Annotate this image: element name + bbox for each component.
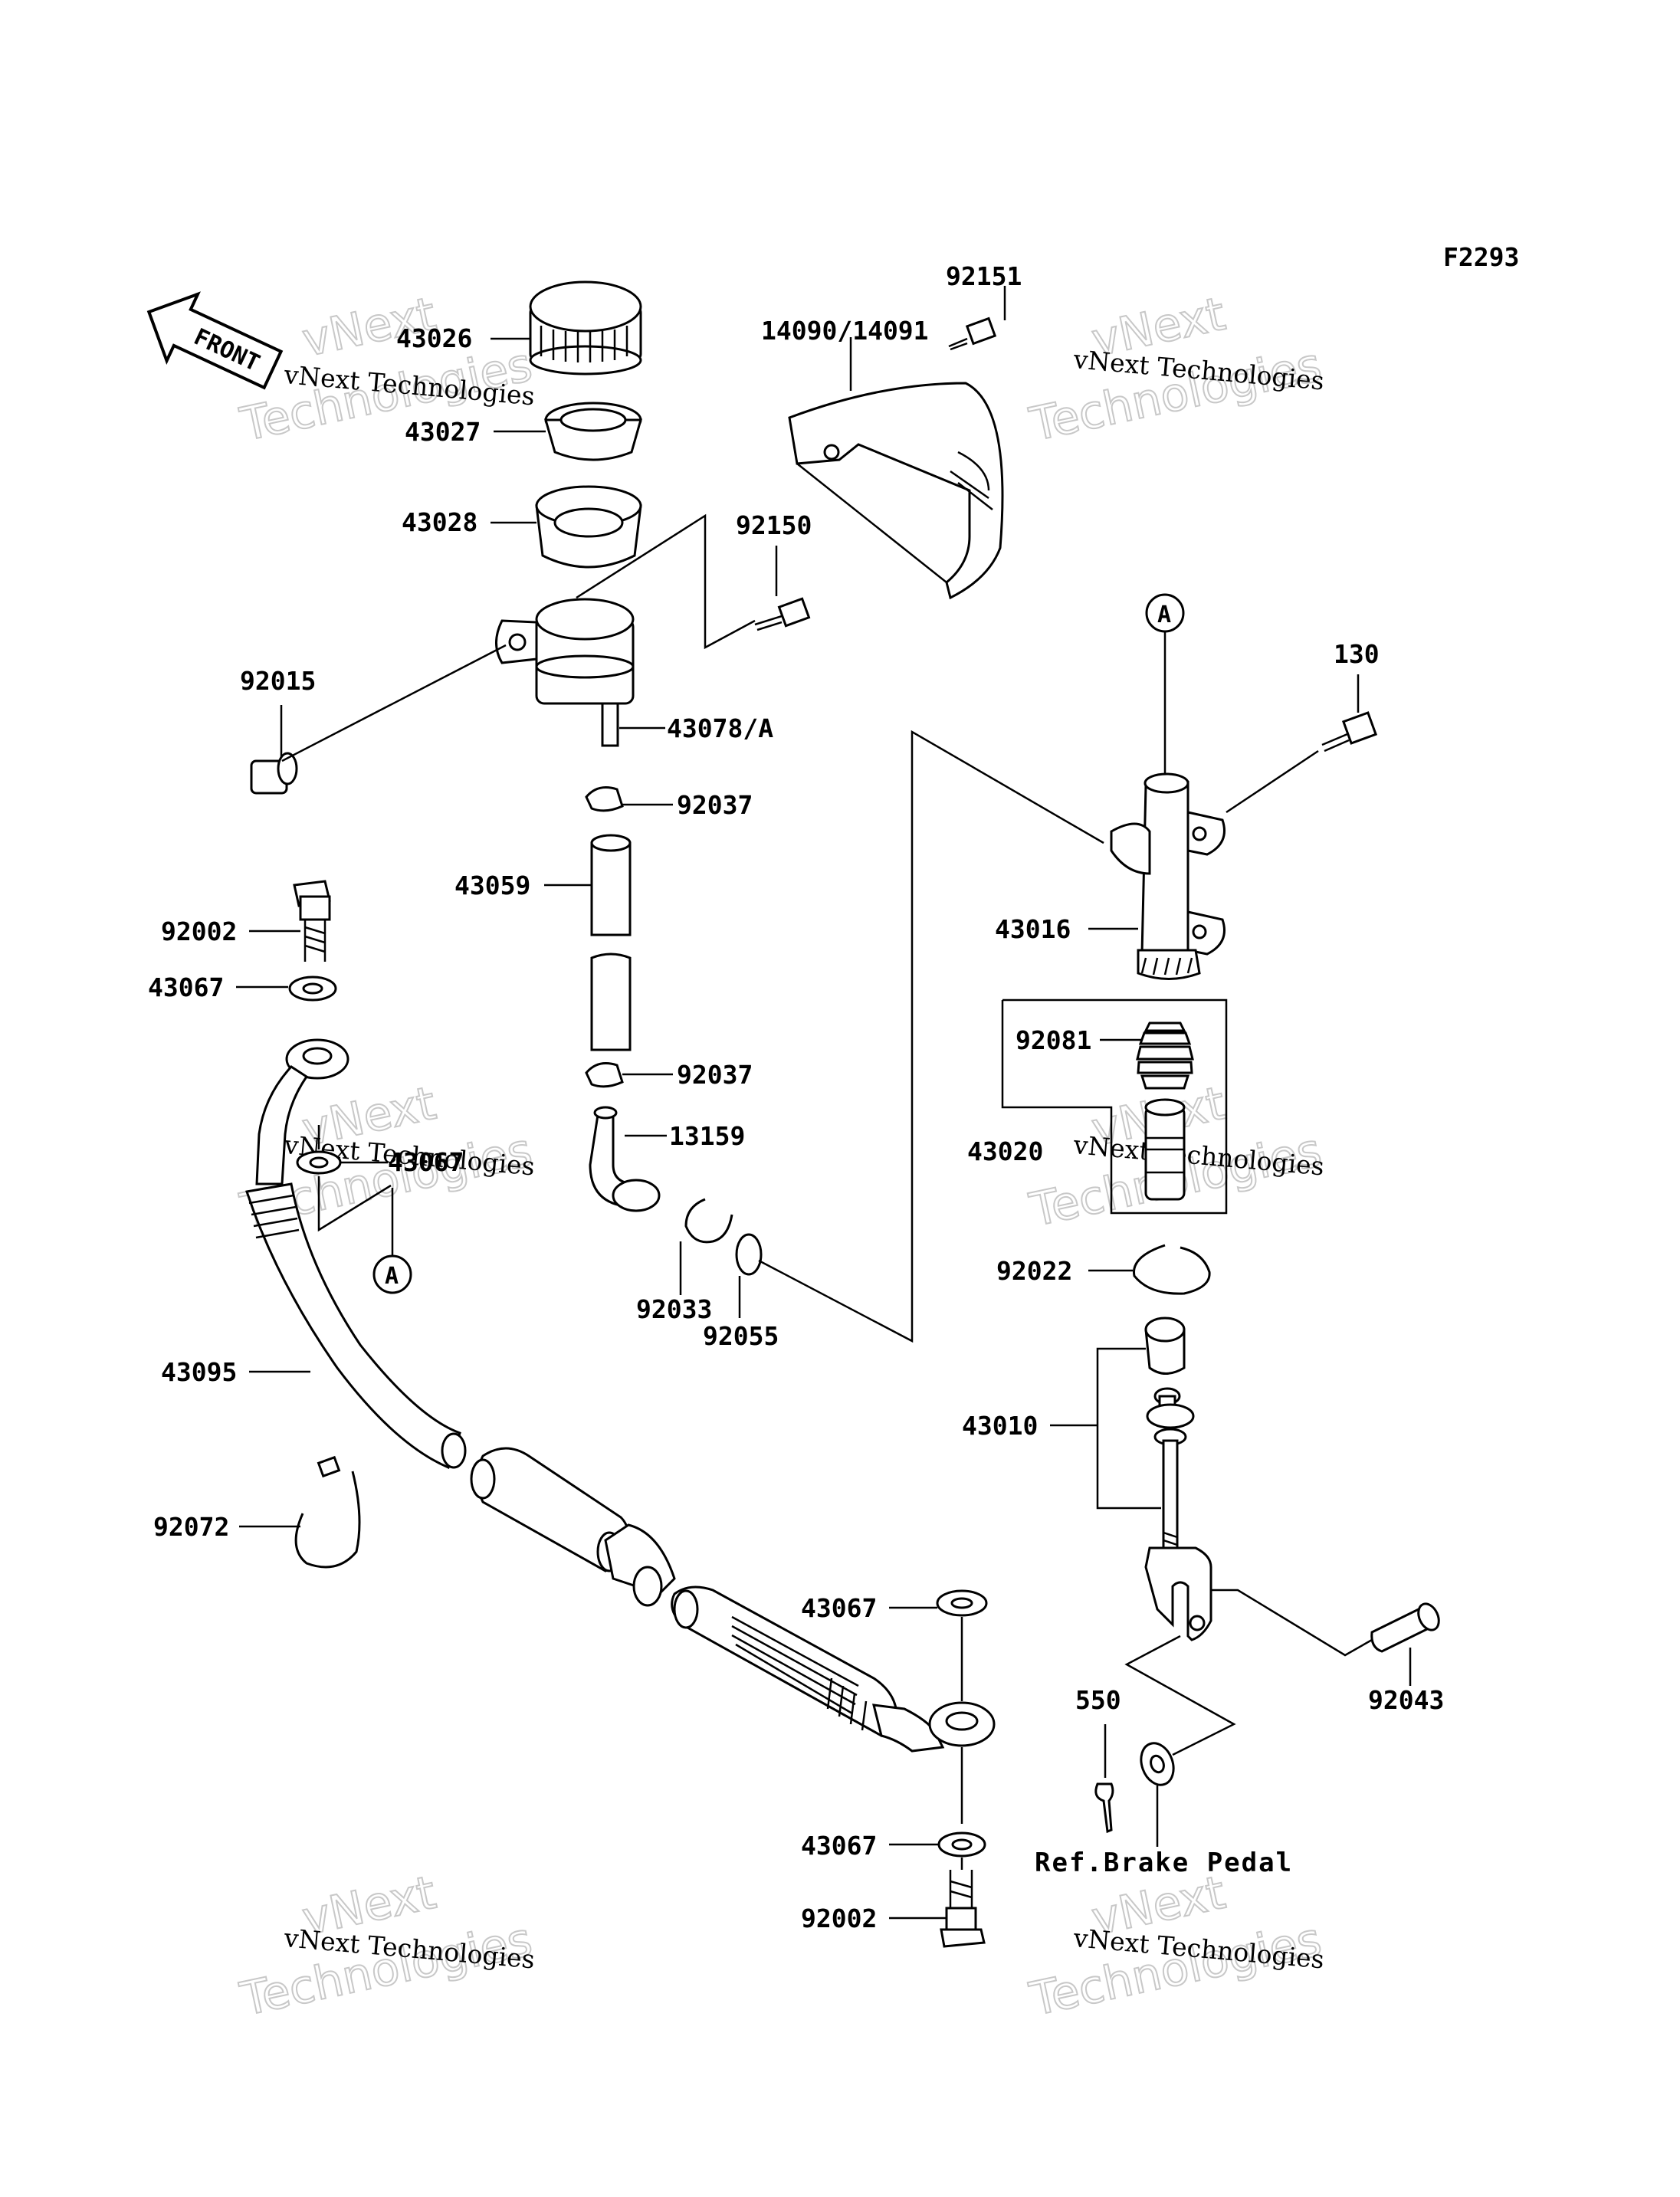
svg-text:A: A <box>1157 602 1171 628</box>
label-130: 130 <box>1334 639 1380 669</box>
label-92037-lower: 92037 <box>677 1060 753 1090</box>
label-92022: 92022 <box>996 1256 1072 1286</box>
label-92055: 92055 <box>703 1321 779 1351</box>
hose-clamp-lower-icon <box>585 1062 624 1088</box>
label-92002-upper: 92002 <box>161 917 237 946</box>
label-92033: 92033 <box>636 1294 712 1324</box>
diaphragm-plate-icon <box>544 402 642 461</box>
watermark-top-left: vNext Technologies vNext Technologies <box>235 287 538 453</box>
reservoir-body-icon <box>495 598 635 747</box>
hose-clamp-upper-icon <box>585 786 624 812</box>
diaphragm-icon <box>535 485 642 569</box>
reservoir-cap-icon <box>529 280 642 375</box>
label-43067-d: 43067 <box>801 1831 877 1861</box>
label-43026: 43026 <box>396 323 472 353</box>
o-ring-icon <box>735 1233 763 1276</box>
mark-a-left: A <box>372 1254 412 1294</box>
label-550: 550 <box>1075 1685 1121 1715</box>
label-14090-14091: 14090/14091 <box>761 316 929 346</box>
label-92081: 92081 <box>1016 1025 1091 1055</box>
front-arrow-icon: FRONT <box>146 291 284 390</box>
watermark-bottom-right: vNext Technologies vNext Technologies <box>1025 1865 1327 2028</box>
label-43028: 43028 <box>402 507 477 537</box>
label-92002-lower: 92002 <box>801 1904 877 1933</box>
piston-icon <box>1144 1098 1186 1201</box>
label-43067-a: 43067 <box>148 972 224 1002</box>
elbow-fitting-icon <box>589 1106 661 1212</box>
pushrod-icon <box>1144 1387 1212 1641</box>
washer-mid-icon <box>296 1150 342 1175</box>
label-43059: 43059 <box>454 871 530 900</box>
watermark-top-right: vNext Technologies vNext Technologies <box>1025 287 1327 453</box>
washer-lower-top-icon <box>936 1589 988 1617</box>
label-92151: 92151 <box>946 261 1022 291</box>
cotter-pin-icon <box>1094 1782 1114 1834</box>
spring-icon <box>1136 1021 1194 1090</box>
label-92015: 92015 <box>240 666 316 696</box>
label-ref-brake-pedal: Ref.Brake Pedal <box>1035 1848 1293 1878</box>
banjo-bolt-lower-icon <box>940 1870 986 1948</box>
banjo-fitting-upper-icon <box>255 1038 349 1185</box>
banjo-bolt-upper-icon <box>293 880 331 962</box>
circlip-icon <box>684 1198 733 1244</box>
brake-hose-icon <box>245 1182 945 1753</box>
mark-a-top: A <box>1145 593 1185 633</box>
label-13159: 13159 <box>669 1121 745 1151</box>
bolt-130-icon <box>1321 711 1378 753</box>
pushrod-boot-icon <box>1144 1317 1186 1375</box>
label-92037-upper: 92037 <box>677 790 753 820</box>
label-43020: 43020 <box>967 1136 1043 1166</box>
collar-icon <box>250 752 298 795</box>
label-43016: 43016 <box>995 914 1071 944</box>
clevis-pin-icon <box>1370 1602 1440 1653</box>
watermark-bottom-left: vNext Technologies vNext Technologies <box>235 1865 538 2028</box>
bolt-92151-icon <box>948 316 997 351</box>
svg-text:A: A <box>385 1263 399 1290</box>
label-43078: 43078/A <box>667 713 773 743</box>
label-43010: 43010 <box>962 1411 1038 1441</box>
figure-code: F2293 <box>1443 242 1519 272</box>
label-43067-c: 43067 <box>801 1593 877 1623</box>
banjo-fitting-lower-icon <box>928 1701 996 1747</box>
bolt-92150-icon <box>754 597 811 631</box>
label-43027: 43027 <box>405 417 481 447</box>
circlip-92022-icon <box>1133 1244 1211 1295</box>
label-92150: 92150 <box>736 510 812 540</box>
washer-upper-icon <box>288 976 337 1002</box>
master-cylinder-body-icon <box>1110 772 1226 980</box>
label-92072: 92072 <box>153 1512 229 1542</box>
guard-cover-icon <box>788 382 1004 600</box>
label-43067-b: 43067 <box>388 1147 464 1177</box>
washer-lower-bottom-icon <box>937 1831 986 1858</box>
label-43095: 43095 <box>161 1357 237 1387</box>
hose-tube-icon <box>590 834 632 1051</box>
hose-band-icon <box>294 1455 361 1569</box>
washer-pedal-icon <box>1140 1742 1175 1786</box>
label-92043: 92043 <box>1368 1685 1444 1715</box>
